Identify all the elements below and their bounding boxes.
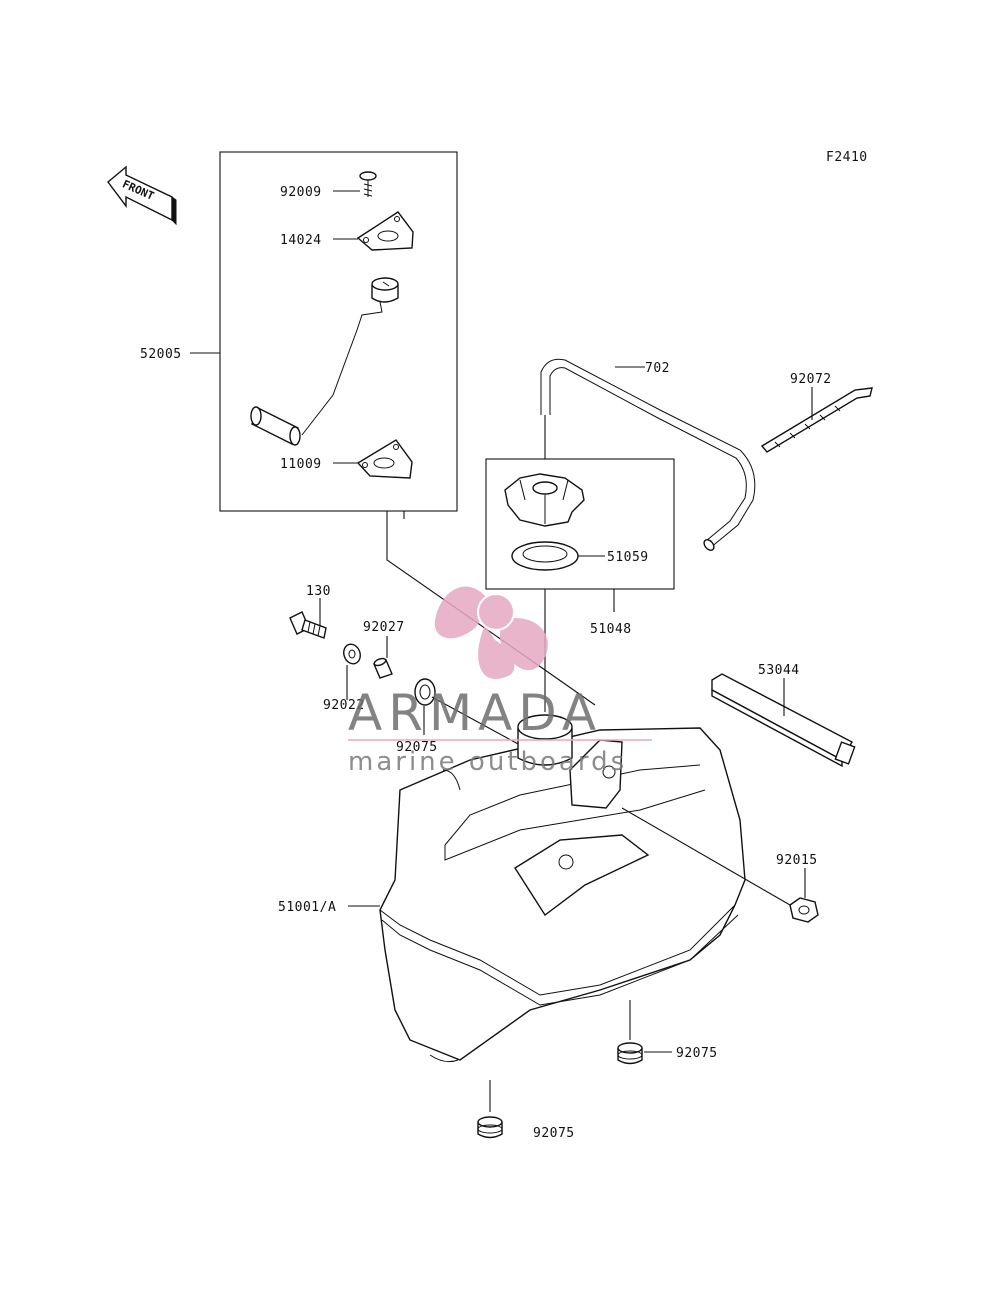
callout-11009: 11009 (280, 457, 322, 472)
callout-92022: 92022 (323, 698, 365, 713)
watermark: ARMADA marine outboards (348, 586, 652, 777)
bolt-130 (289, 611, 327, 639)
callout-53044: 53044 (758, 663, 800, 678)
callout-92009: 92009 (280, 185, 322, 200)
callout-92072: 92072 (790, 372, 832, 387)
sender-kit-box (219, 151, 458, 512)
watermark-brand: ARMADA (348, 684, 602, 742)
nut-92015 (789, 897, 819, 923)
grommet-92075-right (617, 1042, 643, 1065)
gasket-11009 (356, 439, 413, 479)
packing-51059 (511, 541, 579, 571)
callout-702: 702 (645, 361, 670, 376)
hose-702 (540, 358, 756, 551)
callout-52005: 52005 (140, 347, 182, 362)
screw-92009 (359, 171, 377, 197)
grommet-92075-bottom (477, 1116, 503, 1139)
watermark-tagline: marine outboards (348, 747, 627, 777)
fuel-cap (504, 473, 585, 527)
cap-assy-box (485, 458, 675, 590)
fuel-tank (379, 714, 746, 1063)
callout-92075-right: 92075 (676, 1046, 718, 1061)
fuel-sender-unit (250, 277, 399, 446)
callout-51001: 51001/A (278, 900, 336, 915)
propeller-logo-icon (434, 586, 548, 679)
callout-51059: 51059 (607, 550, 649, 565)
plate-14024 (356, 211, 414, 251)
front-arrow-icon: FRONT (107, 165, 177, 226)
figure-code: F2410 (826, 150, 868, 165)
callout-130: 130 (306, 584, 331, 599)
callout-92075-upper: 92075 (396, 740, 438, 755)
callout-92027: 92027 (363, 620, 405, 635)
callout-51048: 51048 (590, 622, 632, 637)
collar-92027 (373, 657, 393, 679)
washer-92022 (343, 643, 361, 665)
pad-53044 (711, 673, 856, 768)
grommet-92075-upper (414, 678, 436, 706)
band-92072 (760, 387, 873, 453)
callout-92075-bottom: 92075 (533, 1126, 575, 1141)
callout-92015: 92015 (776, 853, 818, 868)
callout-14024: 14024 (280, 233, 322, 248)
